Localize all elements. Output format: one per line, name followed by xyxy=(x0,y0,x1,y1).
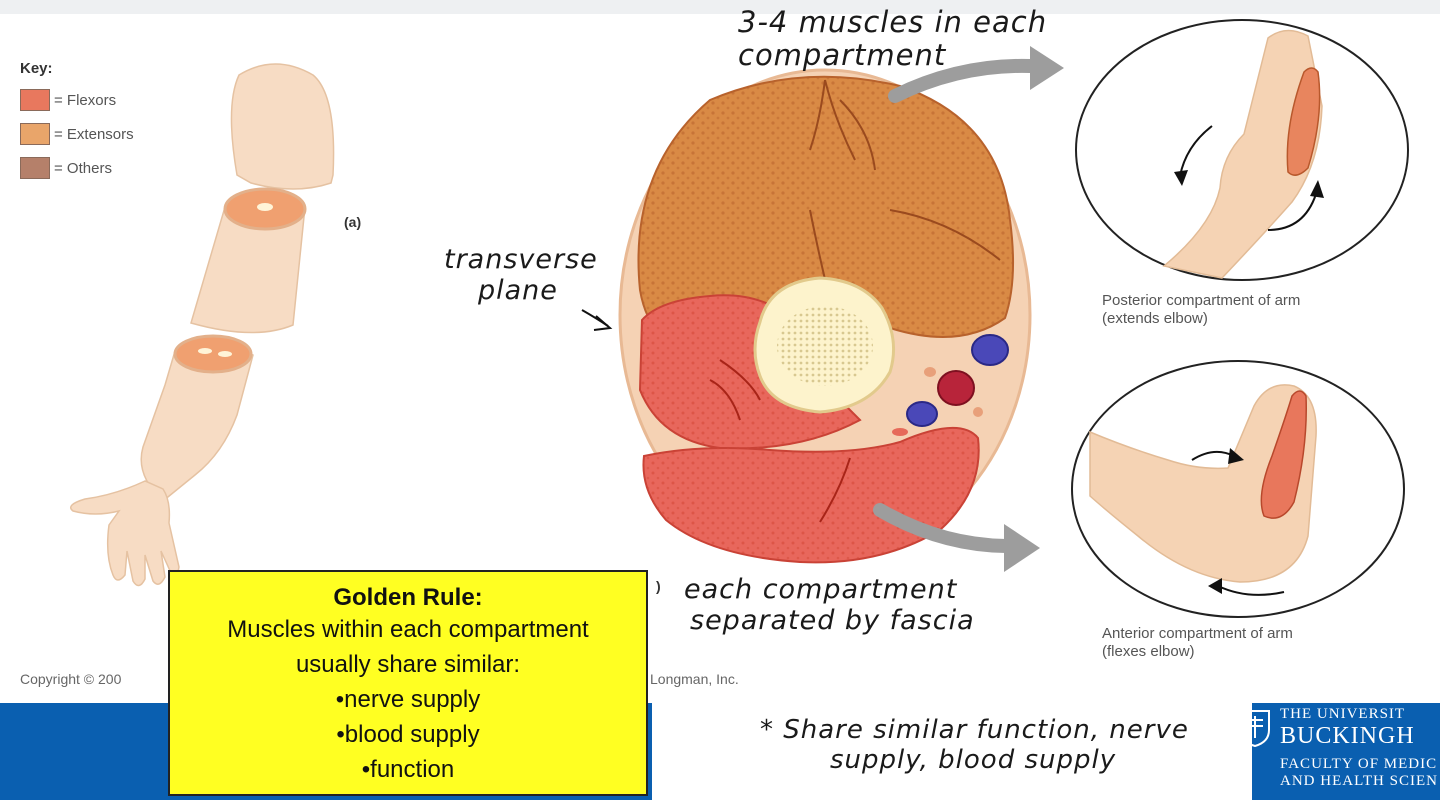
top-band xyxy=(0,0,1440,14)
golden-rule-title: Golden Rule: xyxy=(333,584,483,611)
note-line: * Share similar function, nerve xyxy=(760,715,1189,745)
arrow-to-anterior xyxy=(873,503,1013,553)
anterior-caption: Anterior compartment of arm (flexes elbo… xyxy=(1102,625,1293,661)
note-line: plane xyxy=(478,275,558,307)
posterior-compartment-texture xyxy=(638,76,1014,360)
golden-rule-line: Muscles within each compartment xyxy=(227,616,589,643)
note-separated-by-fascia: each compartment separated by fascia xyxy=(684,574,975,636)
forearm-bone xyxy=(198,348,212,354)
anterior-compartment-illustration xyxy=(1071,360,1405,618)
caption-line: Anterior compartment of arm xyxy=(1102,625,1293,642)
panel-label-a: (a) xyxy=(344,214,362,230)
triceps-muscle xyxy=(1286,67,1321,176)
arrow-head-anterior xyxy=(1004,524,1040,572)
copyright-start: Copyright © 200 xyxy=(20,671,122,687)
arrow-head-posterior xyxy=(1030,46,1064,90)
caption-line: (extends elbow) xyxy=(1102,310,1208,327)
note-line: compartment xyxy=(738,38,947,73)
nerve xyxy=(924,367,936,377)
panel-label-b: ) xyxy=(656,578,661,594)
color-key: Key: = Flexors = Extensors = Others xyxy=(20,60,134,179)
note-line: each compartment xyxy=(684,574,958,605)
vein xyxy=(906,401,938,427)
arm-anterior xyxy=(1089,384,1317,583)
posterior-compartment-illustration xyxy=(1075,19,1409,281)
handwritten-arrow-head xyxy=(593,315,613,331)
note-line: separated by fascia xyxy=(690,605,975,637)
upper-arm-bone xyxy=(257,203,273,211)
university-line: FACULTY OF MEDIC xyxy=(1280,756,1438,772)
university-line: THE UNIVERSIT xyxy=(1280,706,1406,722)
key-item-flexors: = Flexors xyxy=(20,89,134,111)
posterior-caption: Posterior compartment of arm (extends el… xyxy=(1102,292,1300,328)
key-item-extensors: = Extensors xyxy=(20,123,134,145)
key-label: = Extensors xyxy=(54,125,134,143)
key-label: = Others xyxy=(54,159,112,177)
caption-line: Posterior compartment of arm xyxy=(1102,292,1301,309)
rotation-arrow-head xyxy=(1228,448,1244,464)
key-title: Key: xyxy=(20,60,53,77)
extensors-swatch xyxy=(20,123,50,145)
rotation-arrow-head xyxy=(1174,170,1188,186)
forearm-cross-section xyxy=(173,334,253,374)
note-line: supply, blood supply xyxy=(830,744,1117,775)
arm-posterior xyxy=(1162,29,1323,279)
note-share-similar: * Share similar function, nerve supply, … xyxy=(760,715,1189,776)
university-line: BUCKINGH xyxy=(1280,723,1415,749)
fascia-line xyxy=(819,457,851,523)
segmented-arm-illustration xyxy=(70,63,335,587)
biceps-muscle xyxy=(1260,390,1307,519)
key-label: = Flexors xyxy=(54,91,117,109)
vein xyxy=(971,334,1009,366)
golden-rule-line: •function xyxy=(361,756,455,783)
golden-rule-line: •blood supply xyxy=(336,721,480,748)
nerve xyxy=(973,407,983,417)
note-muscles-per-compartment: 3-4 muscles in each compartment xyxy=(738,5,1048,73)
fascia-line xyxy=(809,79,1001,301)
key-item-others: = Others xyxy=(20,157,134,179)
copyright-end: Longman, Inc. xyxy=(650,671,739,687)
note-line: transverse xyxy=(444,244,598,275)
bone-marrow xyxy=(777,306,873,386)
shoulder-segment xyxy=(230,63,335,190)
golden-rule-line: usually share similar: xyxy=(295,651,521,678)
arm-cross-section-diagram xyxy=(618,68,1032,564)
fascia-line xyxy=(709,359,761,421)
university-wordmark: THE UNIVERSIT BUCKINGH FACULTY OF MEDIC … xyxy=(1280,706,1438,790)
university-line: AND HEALTH SCIEN xyxy=(1280,773,1438,789)
rotation-arrow-head xyxy=(1310,180,1324,198)
golden-rule-box: Golden Rule: Muscles within each compart… xyxy=(168,570,648,796)
nerve xyxy=(892,428,908,436)
artery xyxy=(937,370,975,406)
note-transverse-plane: transverse plane xyxy=(444,244,598,306)
rotation-arrow xyxy=(1267,193,1317,231)
rotation-arrow xyxy=(1217,585,1285,596)
others-swatch xyxy=(20,157,50,179)
flexors-swatch xyxy=(20,89,50,111)
university-crest-icon xyxy=(1240,710,1270,748)
anterior-compartment-texture xyxy=(643,427,979,563)
caption-line: (flexes elbow) xyxy=(1102,643,1195,660)
arrow-to-posterior xyxy=(888,58,1037,103)
forearm-bone xyxy=(218,351,232,357)
footer-note-area xyxy=(652,703,1252,800)
golden-rule-line: •nerve supply xyxy=(335,686,481,713)
note-line: 3-4 muscles in each xyxy=(738,5,1048,39)
rotation-arrow-head xyxy=(1208,578,1222,594)
